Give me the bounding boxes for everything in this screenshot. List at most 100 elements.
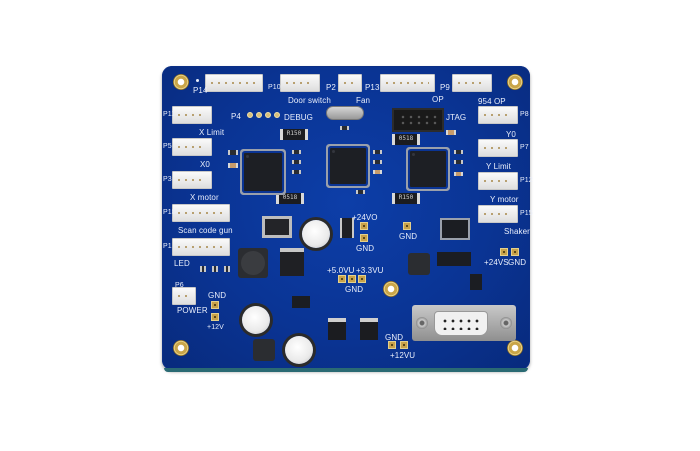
tp-24vs-pad[interactable]: [500, 248, 508, 256]
smd-part: [292, 150, 301, 154]
smd-part: [356, 190, 365, 194]
connector-p3-label: X motor: [190, 193, 219, 202]
connector-p9: [452, 74, 492, 92]
tp-gnd2-pad[interactable]: [403, 222, 411, 230]
connector-p7-label: Y Limit: [486, 162, 512, 171]
debug-label: DEBUG: [284, 113, 313, 122]
resistor-r150-2: R150: [392, 193, 420, 204]
connector-p5-label: X0: [200, 160, 210, 169]
connector-p13: [380, 74, 435, 92]
mounting-hole-bottom-right: [507, 340, 523, 356]
tp-3v3-pad[interactable]: [358, 275, 366, 283]
smd-part: [292, 170, 301, 174]
tp-gnd3-label: GND: [345, 285, 364, 294]
connector-p8: [478, 106, 518, 124]
tp-gnd2-label: GND: [399, 232, 418, 241]
pcb-edge: [164, 368, 528, 372]
smd-part: [373, 150, 382, 154]
ic-u5: [292, 296, 310, 308]
mcu-chip-right: [410, 151, 446, 187]
connector-p15-ref: P15: [520, 210, 533, 217]
connector-p6: [172, 287, 196, 305]
jtag-label: JTAG: [446, 113, 467, 122]
mcu-chip-center: [330, 148, 366, 184]
tp-gnd1-label: GND: [356, 244, 375, 253]
connector-p18: [172, 204, 230, 222]
connector-p11: [172, 106, 212, 124]
connector-p2-label: Fan: [356, 96, 371, 105]
connector-p9-label: 954 OP: [478, 97, 506, 106]
connector-p5-ref: P5: [163, 143, 172, 150]
tp-12v-label: +12VU: [390, 351, 416, 360]
connector-p2-ref: P2: [326, 83, 336, 92]
connector-p1-label: LED: [174, 259, 190, 268]
ldo-regulator-1: [328, 318, 346, 340]
db9-connector-face[interactable]: [434, 311, 488, 336]
power-inductor-3: [408, 253, 430, 275]
tp-12v-pad[interactable]: [400, 341, 408, 349]
power-12v-pad[interactable]: [211, 313, 219, 321]
connector-p6-label: POWER: [177, 306, 208, 315]
mounting-hole-top-left: [173, 74, 189, 90]
rs232-transceiver-ic: [437, 252, 471, 266]
tp-24vo-label: +24VO: [352, 213, 378, 222]
smd-part: [373, 160, 382, 164]
tp-5v-pad[interactable]: [338, 275, 346, 283]
mounting-hole-top-right: [507, 74, 523, 90]
mounting-hole-bottom-left: [173, 340, 189, 356]
smd-part: [200, 266, 206, 272]
voltage-regulator-1: [262, 216, 292, 238]
tp-3v3-label: +3.3VU: [356, 266, 384, 275]
pin1-marker: [196, 79, 199, 82]
tp-24vs-label: +24VS: [484, 258, 509, 267]
connector-p14-ref: P14: [193, 86, 208, 95]
smd-part: [340, 126, 349, 130]
connector-p6-ref: P6: [175, 282, 184, 289]
connector-p11-ref: P11: [163, 111, 176, 118]
smd-part: [454, 150, 463, 154]
mcu-chip-left: [244, 153, 282, 191]
smd-part: [228, 150, 238, 155]
smd-part: [212, 266, 218, 272]
electrolytic-capacitor-2: [242, 306, 270, 334]
power-gnd-label: GND: [208, 291, 227, 300]
smd-part: [454, 160, 463, 164]
tp-gnd4-pad[interactable]: [511, 248, 519, 256]
smd-part: [454, 172, 463, 176]
tp-gnd1-pad[interactable]: [360, 234, 368, 242]
power-inductor-1: [238, 248, 268, 278]
electrolytic-capacitor-3: [285, 336, 313, 364]
connector-p1: [172, 238, 230, 256]
voltage-regulator-2: [280, 248, 304, 276]
connector-p1-ref: P1: [163, 243, 172, 250]
connector-p10: [280, 74, 320, 92]
crystal-oscillator: [326, 106, 364, 120]
mounting-hole-center: [383, 281, 399, 297]
mosfet-driver: [440, 218, 470, 240]
smd-part: [446, 130, 456, 135]
connector-p5: [172, 138, 212, 156]
resistor-0518-2: 0518: [276, 193, 304, 204]
connector-p2: [338, 74, 362, 92]
smd-part: [373, 170, 382, 174]
power-inductor-2: [253, 339, 275, 361]
jtag-header: [392, 108, 444, 132]
debug-ref: P4: [231, 112, 241, 121]
smd-part: [228, 163, 238, 168]
connector-p7: [478, 139, 518, 157]
connector-p18-ref: P18: [163, 209, 176, 216]
tp-24vo-pad[interactable]: [360, 222, 368, 230]
debug-header-pads: [247, 112, 280, 118]
diode-d6: [470, 274, 482, 290]
electrolytic-capacitor-1: [302, 220, 330, 248]
power-gnd-pad[interactable]: [211, 301, 219, 309]
tp-gnd5-pad[interactable]: [388, 341, 396, 349]
connector-p10-label: Door switch: [288, 96, 331, 105]
db9-screw-right: [500, 317, 512, 329]
connector-p3-ref: P3: [163, 176, 172, 183]
connector-p12: [478, 172, 518, 190]
tp-gnd3-pad[interactable]: [348, 275, 356, 283]
smd-part: [224, 266, 230, 272]
connector-p15-label: Shaker: [504, 227, 530, 236]
